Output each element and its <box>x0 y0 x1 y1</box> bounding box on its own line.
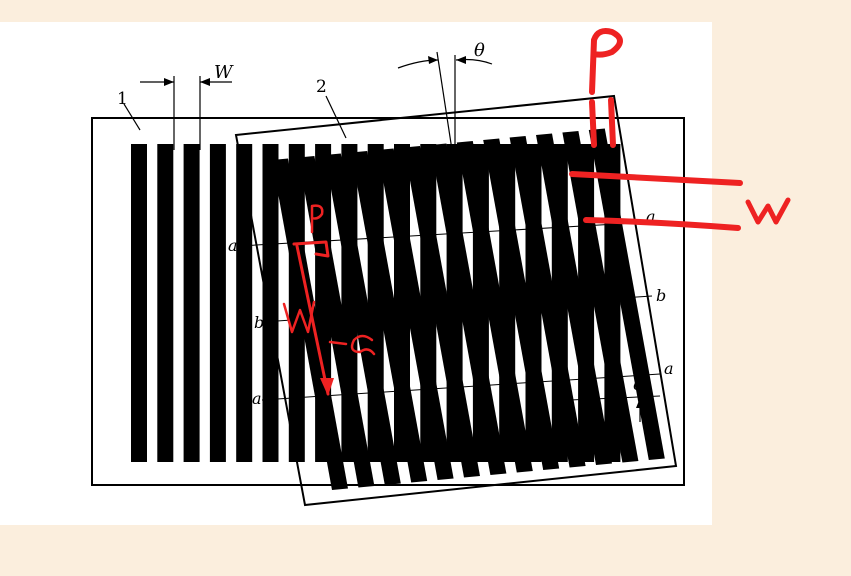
label-grating-2: 2 <box>316 77 327 97</box>
label-a-right-bottom: a <box>664 359 674 378</box>
label-a-left-bottom: a <box>252 389 262 408</box>
label-1-leader <box>123 103 141 131</box>
grating-2-bar <box>536 133 612 465</box>
grating-2-bar <box>430 143 507 475</box>
width-dimension <box>140 76 232 150</box>
handwritten-W-shape <box>282 300 316 334</box>
handwritten-equals-bar-1 <box>589 99 597 148</box>
label-alpha: α <box>633 375 645 395</box>
label-a-right-top: a <box>646 207 656 226</box>
grating-1-bar <box>183 144 200 462</box>
grating-2-bar <box>509 136 586 468</box>
handwritten-P-shape <box>589 28 623 95</box>
grating-2-bar <box>377 148 454 480</box>
label-w-top: W <box>214 62 234 83</box>
handwritten-alpha-shape <box>350 334 376 356</box>
label-b-right: b <box>656 286 666 305</box>
label-a-left-top: a <box>228 236 238 255</box>
theta-angle-marker <box>397 51 493 151</box>
handwritten-line-bottom <box>583 217 741 231</box>
label-2-leader <box>325 95 347 139</box>
fringe-line-b <box>261 295 653 323</box>
grating-2-frame <box>234 94 678 507</box>
handwritten-bracket <box>292 240 330 258</box>
grating-2-bar <box>404 146 480 478</box>
grating-1-bar <box>131 144 147 462</box>
label-grating-1: 1 <box>117 89 128 109</box>
grating-2-bar <box>298 156 375 488</box>
handwritten-small-P-shape <box>310 204 324 234</box>
alpha-dimension <box>636 342 644 422</box>
handwritten-annotations <box>282 28 791 396</box>
grating-1-bar <box>262 144 279 462</box>
grating-2-bar <box>324 153 401 485</box>
grating-1-bar <box>157 144 174 462</box>
grating-2-bar <box>588 128 665 460</box>
grating-2-bar <box>562 131 639 463</box>
label-theta: θ <box>474 40 485 61</box>
grating-2-lines <box>272 128 665 490</box>
grating-2-bar <box>351 151 428 483</box>
handwritten-alpha-tick <box>328 340 348 346</box>
fringe-line-a-bottom <box>261 373 661 401</box>
grating-1-bar <box>236 144 253 462</box>
grating-1-bar <box>209 144 226 462</box>
handwritten-w-shape <box>745 197 791 225</box>
handwritten-line-top <box>569 171 743 186</box>
handwritten-arrowhead <box>320 378 334 396</box>
fringe-line-a-lower <box>569 395 661 401</box>
label-b-left: b <box>254 313 264 332</box>
handwritten-equals-bar-2 <box>608 97 616 148</box>
handwritten-arrow <box>295 244 330 396</box>
